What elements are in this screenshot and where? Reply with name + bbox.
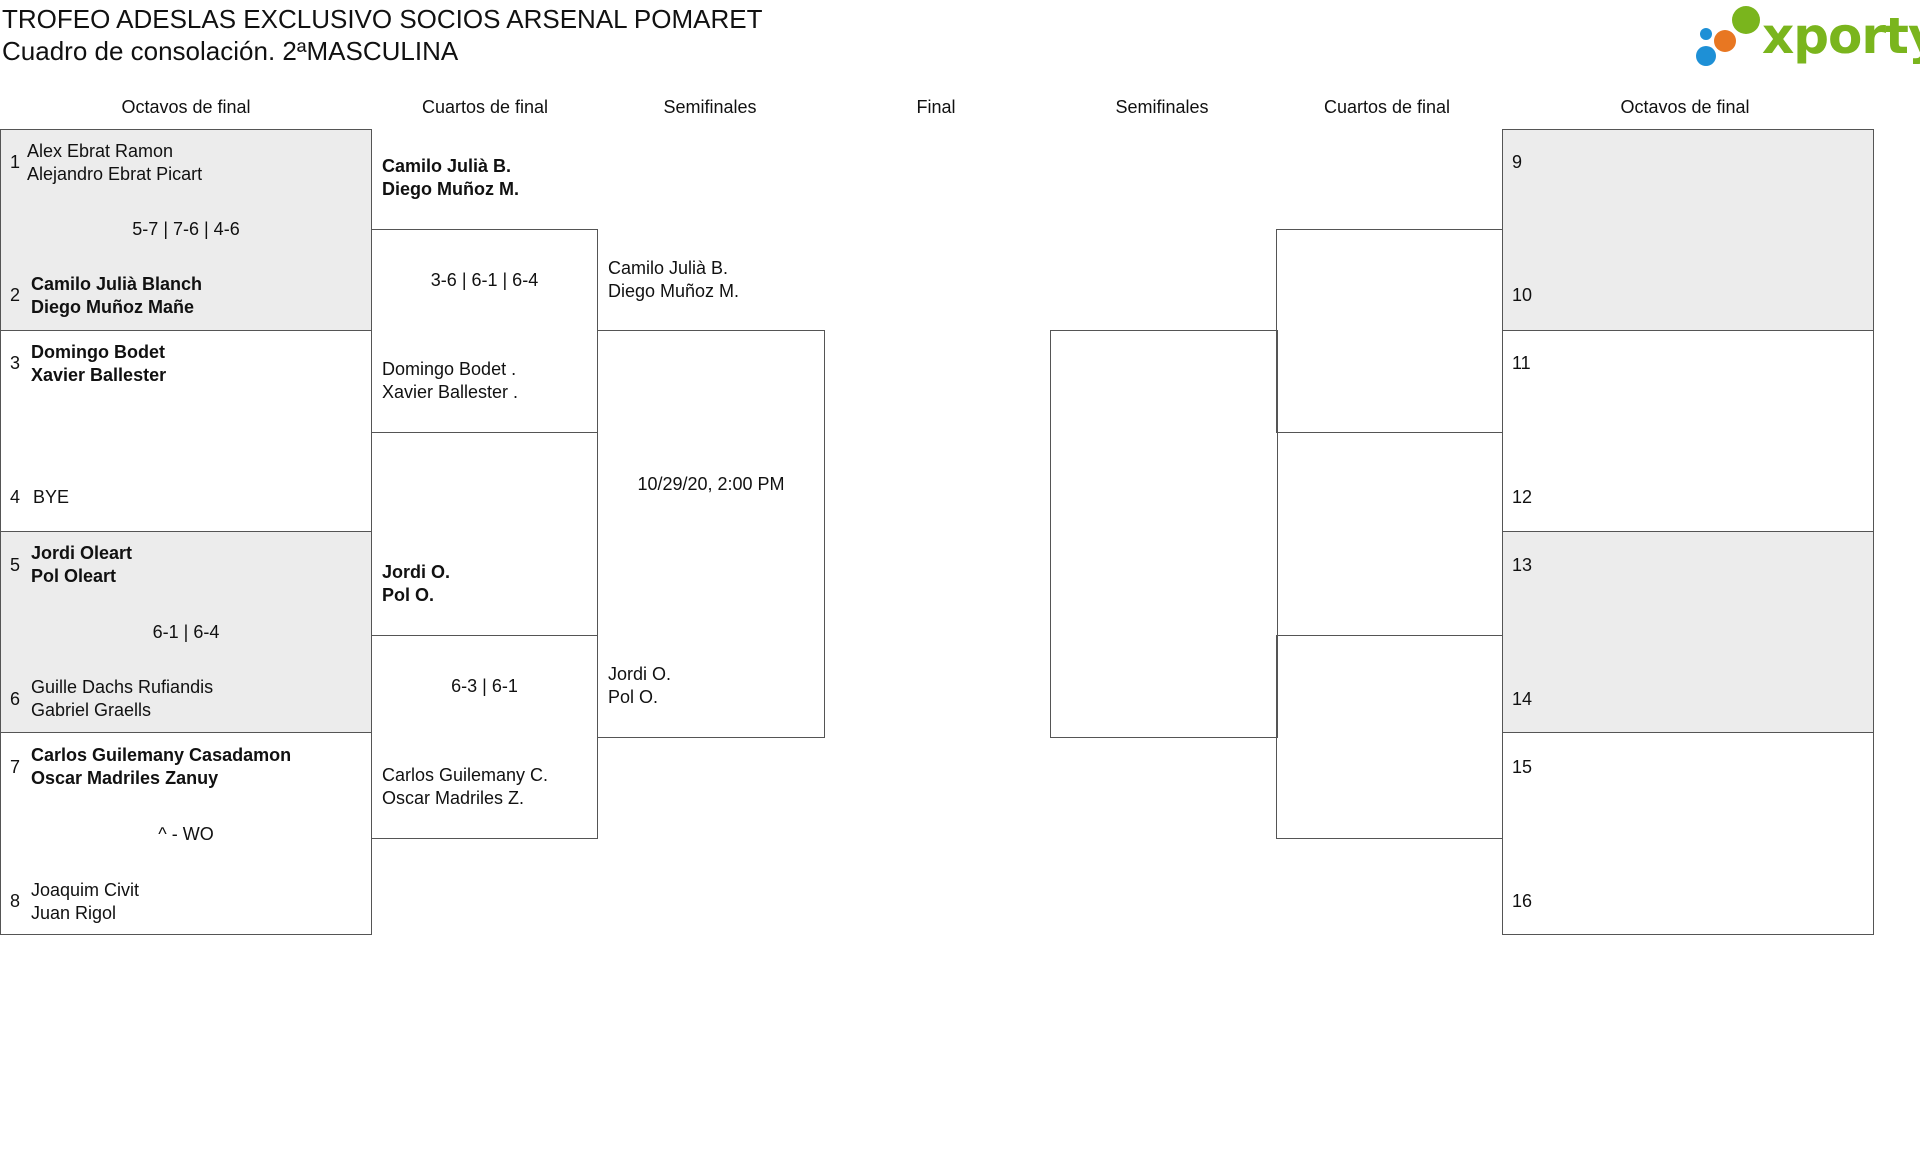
player-name: Diego Muñoz M. <box>608 281 740 301</box>
seed-number: 6 <box>10 689 21 709</box>
player-name: Carlos Guilemany C. <box>382 765 549 785</box>
player-name: Jordi O. <box>608 664 672 684</box>
header-octavos-left: Octavos de final <box>121 97 251 117</box>
player-name-winner: Diego Muñoz Mañe <box>31 297 194 317</box>
octavos-left-match-3 <box>0 531 372 733</box>
player-name-winner: Jordi Oleart <box>31 543 133 563</box>
header-cuartos-right: Cuartos de final <box>1323 97 1451 117</box>
seed-number: 12 <box>1512 487 1533 507</box>
header-final: Final <box>916 97 956 117</box>
tournament-title: TROFEO ADESLAS EXCLUSIVO SOCIOS ARSENAL … <box>2 4 763 34</box>
seed-number: 11 <box>1512 353 1531 373</box>
header-cuartos-left: Cuartos de final <box>421 97 549 117</box>
semis-right-match <box>1050 330 1278 738</box>
header-octavos-right: Octavos de final <box>1620 97 1750 117</box>
seed-number: 3 <box>10 353 21 373</box>
player-name-winner: Pol Oleart <box>31 566 117 586</box>
player-name-winner: Xavier Ballester <box>31 365 167 385</box>
player-name-bye: BYE <box>33 487 70 507</box>
player-name: Alejandro Ebrat Picart <box>27 164 203 184</box>
logo-dot-orange <box>1714 30 1736 52</box>
seed-number: 15 <box>1512 757 1533 777</box>
player-name: Alex Ebrat Ramon <box>27 141 174 161</box>
player-name-winner: Diego Muñoz M. <box>382 179 519 199</box>
seed-number: 13 <box>1512 555 1533 575</box>
octavos-right-match-1 <box>1502 129 1874 331</box>
seed-number: 8 <box>10 891 21 911</box>
seed-number: 14 <box>1512 689 1533 709</box>
seed-number: 9 <box>1512 152 1523 172</box>
match-score: ^ - WO <box>158 824 214 844</box>
octavos-right-match-2 <box>1502 330 1874 532</box>
seed-number: 2 <box>10 285 21 305</box>
seed-number: 5 <box>10 555 21 575</box>
match-schedule: 10/29/20, 2:00 PM <box>637 474 785 494</box>
player-name-winner: Camilo Julià Blanch <box>31 274 203 294</box>
player-name-winner: Carlos Guilemany Casadamon <box>31 745 292 765</box>
match-score: 3-6 | 6-1 | 6-4 <box>430 270 539 290</box>
seed-number: 16 <box>1512 891 1533 911</box>
player-name-winner: Pol O. <box>382 585 435 605</box>
draw-subtitle: Cuadro de consolación. 2ªMASCULINA <box>2 36 459 66</box>
cuartos-right-match-2 <box>1276 635 1503 839</box>
player-name: Domingo Bodet . <box>382 359 517 379</box>
match-score: 6-3 | 6-1 <box>451 676 518 696</box>
match-score: 6-1 | 6-4 <box>152 622 220 642</box>
player-name: Xavier Ballester . <box>382 382 519 402</box>
player-name: Juan Rigol <box>31 903 117 923</box>
player-name: Pol O. <box>608 687 659 707</box>
header-semis-right: Semifinales <box>1115 97 1209 117</box>
seed-number: 7 <box>10 757 21 777</box>
player-name-winner: Domingo Bodet <box>31 342 165 362</box>
logo-dot-blue <box>1696 46 1716 66</box>
player-name: Gabriel Graells <box>31 700 152 720</box>
octavos-right-match-3 <box>1502 531 1874 733</box>
player-name: Guille Dachs Rufiandis <box>31 677 214 697</box>
logo-dot-small-blue <box>1700 28 1712 40</box>
match-score: 5-7 | 7-6 | 4-6 <box>132 219 240 239</box>
octavos-left-match-1 <box>0 129 372 331</box>
xporty-logo: xporty <box>1696 6 1920 68</box>
logo-dot-green <box>1732 6 1760 34</box>
cuartos-right-match-1 <box>1276 229 1503 433</box>
player-name-winner: Jordi O. <box>382 562 451 582</box>
seed-number: 4 <box>10 487 21 507</box>
player-name-winner: Oscar Madriles Zanuy <box>31 768 219 788</box>
header-semis-left: Semifinales <box>663 97 757 117</box>
player-name: Oscar Madriles Z. <box>382 788 525 808</box>
semis-left-match <box>597 330 825 738</box>
player-name-winner: Camilo Julià B. <box>382 156 512 176</box>
logo-text: xporty <box>1762 7 1920 65</box>
seed-number: 1 <box>10 152 21 172</box>
seed-number: 10 <box>1512 285 1533 305</box>
player-name: Joaquim Civit <box>31 880 140 900</box>
player-name: Camilo Julià B. <box>608 258 729 278</box>
octavos-right-match-4 <box>1502 732 1874 935</box>
